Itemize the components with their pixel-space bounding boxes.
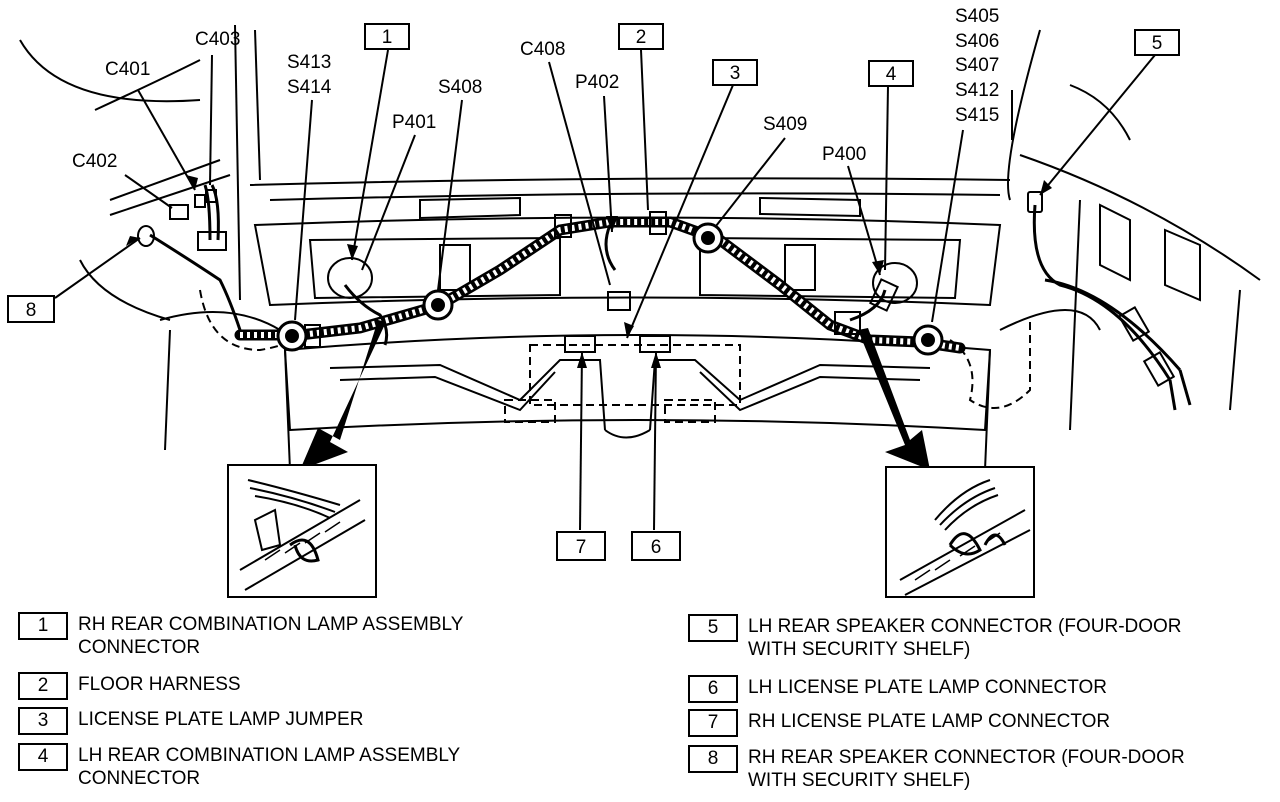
legend-text-5: LH REAR SPEAKER CONNECTOR (FOUR-DOOR WIT…	[748, 615, 1182, 661]
callout-number-4: 4	[886, 64, 897, 85]
callout-number-6: 6	[651, 537, 662, 558]
callout-number-8: 8	[26, 300, 37, 321]
label-s409: S409	[763, 114, 807, 135]
legend-text-8-line-2: WITH SECURITY SHELF)	[748, 770, 971, 791]
leader-lines	[54, 49, 1156, 531]
label-s405: S405	[955, 6, 999, 27]
label-c408: C408	[520, 39, 565, 60]
callout-number-3: 3	[730, 63, 741, 84]
detail-inset-left	[227, 464, 377, 598]
legend-text-4-line-1: LH REAR COMBINATION LAMP ASSEMBLY	[78, 745, 461, 766]
splice-markers	[276, 222, 944, 356]
legend-number-2: 2	[18, 672, 68, 700]
legend-number-7: 7	[688, 709, 738, 737]
callout-number-7: 7	[576, 537, 587, 558]
legend-text-4-line-2: CONNECTOR	[78, 768, 201, 789]
legend-number-3: 3	[18, 707, 68, 735]
legend-text-5-line-2: WITH SECURITY SHELF)	[748, 639, 971, 660]
label-s408: S408	[438, 77, 482, 98]
label-p402: P402	[575, 72, 619, 93]
detail-inset-right	[885, 466, 1035, 598]
legend-number-4: 4	[18, 743, 68, 771]
callout-number-2: 2	[636, 27, 647, 48]
label-p401: P401	[392, 112, 436, 133]
label-s412: S412	[955, 80, 999, 101]
callout-number-5: 5	[1152, 33, 1163, 54]
legend-text-3: LICENSE PLATE LAMP JUMPER	[78, 709, 364, 730]
label-c401: C401	[105, 59, 150, 80]
legend-text-2: FLOOR HARNESS	[78, 674, 241, 695]
legend-text-8-line-1: RH REAR SPEAKER CONNECTOR (FOUR-DOOR	[748, 747, 1185, 768]
legend-number-6: 6	[688, 675, 738, 703]
legend-number-1: 1	[18, 612, 68, 640]
legend-text-1-line-2: CONNECTOR	[78, 637, 201, 658]
legend-number-5: 5	[688, 614, 738, 642]
legend-text-8: RH REAR SPEAKER CONNECTOR (FOUR-DOOR WIT…	[748, 746, 1185, 792]
number-boxes: 1 2 3 4 5 6 7 8	[7, 23, 1180, 561]
legend-text-6: LH LICENSE PLATE LAMP CONNECTOR	[748, 677, 1107, 698]
legend-text-1-line-1: RH REAR COMBINATION LAMP ASSEMBLY	[78, 614, 464, 635]
label-c402: C402	[72, 151, 117, 172]
legend-text-7: RH LICENSE PLATE LAMP CONNECTOR	[748, 711, 1111, 732]
legend-text-1: RH REAR COMBINATION LAMP ASSEMBLY CONNEC…	[78, 613, 463, 659]
legend-text-4: LH REAR COMBINATION LAMP ASSEMBLY CONNEC…	[78, 744, 460, 790]
legend-text-5-line-1: LH REAR SPEAKER CONNECTOR (FOUR-DOOR	[748, 616, 1182, 637]
label-s413: S413	[287, 52, 331, 73]
label-s414: S414	[287, 77, 332, 98]
callout-labels: C401 C403 C402 S413 S414 P401 S408 C408 …	[72, 6, 999, 172]
label-s415: S415	[955, 105, 999, 126]
label-c403: C403	[195, 29, 240, 50]
legend-number-8: 8	[688, 745, 738, 773]
label-p400: P400	[822, 144, 866, 165]
label-s406: S406	[955, 31, 999, 52]
callout-number-1: 1	[382, 27, 393, 48]
label-s407: S407	[955, 55, 999, 76]
